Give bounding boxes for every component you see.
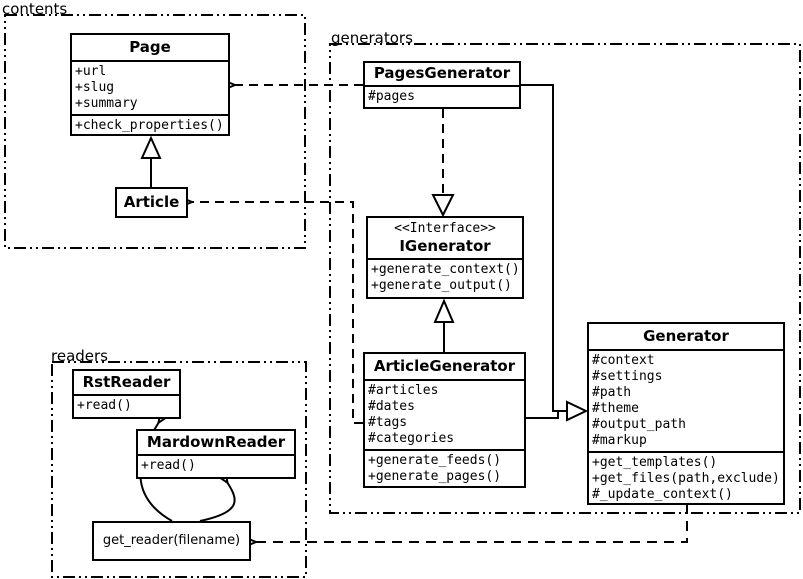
class-articlegenerator: ArticleGenerator #articles #dates #tags …	[363, 352, 526, 488]
inheritance-line-articlegenerator-to-generator	[526, 412, 559, 419]
package-generators-border	[329, 43, 801, 514]
method: +get_templates()	[592, 455, 718, 470]
class-mardownreader-methods: +read()	[138, 456, 294, 476]
attribute: #tags	[368, 415, 408, 430]
class-rstreader-title: RstReader	[74, 371, 179, 396]
class-generator-title: Generator	[589, 324, 783, 351]
class-articlegenerator-methods: +generate_feeds() +generate_pages()	[365, 451, 524, 486]
inheritance-triangle-to-generator	[566, 400, 589, 422]
package-readers-border	[51, 361, 307, 578]
class-igenerator-methods: +generate_context() +generate_output()	[368, 260, 522, 296]
class-generator-methods: +get_templates() +get_files(path,exclude…	[589, 453, 783, 503]
package-generators-label: generators	[331, 29, 413, 47]
arrow-getreader-to-mardownreader	[199, 482, 236, 522]
attribute: #theme	[592, 401, 639, 416]
attribute: #output_path	[592, 417, 686, 432]
attribute: #settings	[592, 369, 663, 384]
package-readers-label: readers	[51, 347, 108, 365]
class-page-methods: +check_properties()	[72, 116, 228, 134]
class-article-title: Article	[123, 193, 180, 211]
package-contents-label: contents	[2, 0, 68, 18]
inheritance-triangle-article-to-page	[140, 135, 162, 159]
class-article: Article	[115, 187, 188, 218]
class-generator: Generator #context #settings #path #them…	[587, 322, 785, 505]
realization-triangle-pagesgenerator-to-igenerator	[431, 194, 455, 218]
attribute: +summary	[75, 96, 138, 111]
class-rstreader: RstReader +read()	[72, 369, 181, 419]
class-mardownreader: MardownReader +read()	[136, 429, 296, 479]
method: +read()	[141, 458, 196, 473]
class-mardownreader-title: MardownReader	[138, 431, 294, 456]
method: +generate_output()	[371, 278, 512, 293]
inheritance-triangle-articlegenerator-to-igenerator	[433, 298, 455, 323]
class-igenerator: <<Interface>> IGenerator +generate_conte…	[366, 216, 524, 299]
attribute: #context	[592, 353, 655, 368]
class-generator-attributes: #context #settings #path #theme #output_…	[589, 351, 783, 453]
class-page-attributes: +url +slug +summary	[72, 62, 228, 116]
class-igenerator-title: IGenerator	[368, 237, 522, 260]
function-get-reader: get_reader(filename)	[92, 521, 251, 561]
method: #_update_context()	[592, 487, 733, 502]
class-page: Page +url +slug +summary +check_properti…	[70, 33, 230, 136]
attribute: #dates	[368, 399, 415, 414]
attribute: +url	[75, 64, 107, 79]
class-articlegenerator-title: ArticleGenerator	[365, 354, 524, 381]
attribute: +slug	[75, 80, 115, 95]
class-articlegenerator-attributes: #articles #dates #tags #categories	[365, 381, 524, 451]
attribute: #categories	[368, 431, 455, 446]
method: +read()	[77, 398, 132, 413]
method: +generate_pages()	[368, 469, 502, 484]
dependency-arrow-generator-to-getreader	[255, 504, 688, 542]
class-pagesgenerator: PagesGenerator #pages	[363, 61, 521, 109]
method: +generate_context()	[371, 262, 520, 277]
class-rstreader-methods: +read()	[74, 396, 179, 416]
method: +check_properties()	[75, 118, 224, 133]
attribute: #path	[592, 385, 632, 400]
dependency-arrow-articlegenerator-to-article	[191, 202, 363, 424]
class-page-title: Page	[72, 35, 228, 62]
attribute: #markup	[592, 433, 647, 448]
inheritance-line-pagesgenerator-to-generator	[521, 84, 567, 412]
package-contents-border	[4, 14, 306, 249]
attribute: #pages	[368, 89, 415, 104]
method: +generate_feeds()	[368, 453, 502, 468]
attribute: #articles	[368, 383, 439, 398]
method: +get_files(path,exclude)	[592, 471, 780, 486]
class-igenerator-stereotype: <<Interface>>	[394, 221, 496, 236]
class-pagesgenerator-title: PagesGenerator	[365, 63, 519, 87]
class-pagesgenerator-attributes: #pages	[365, 87, 519, 107]
